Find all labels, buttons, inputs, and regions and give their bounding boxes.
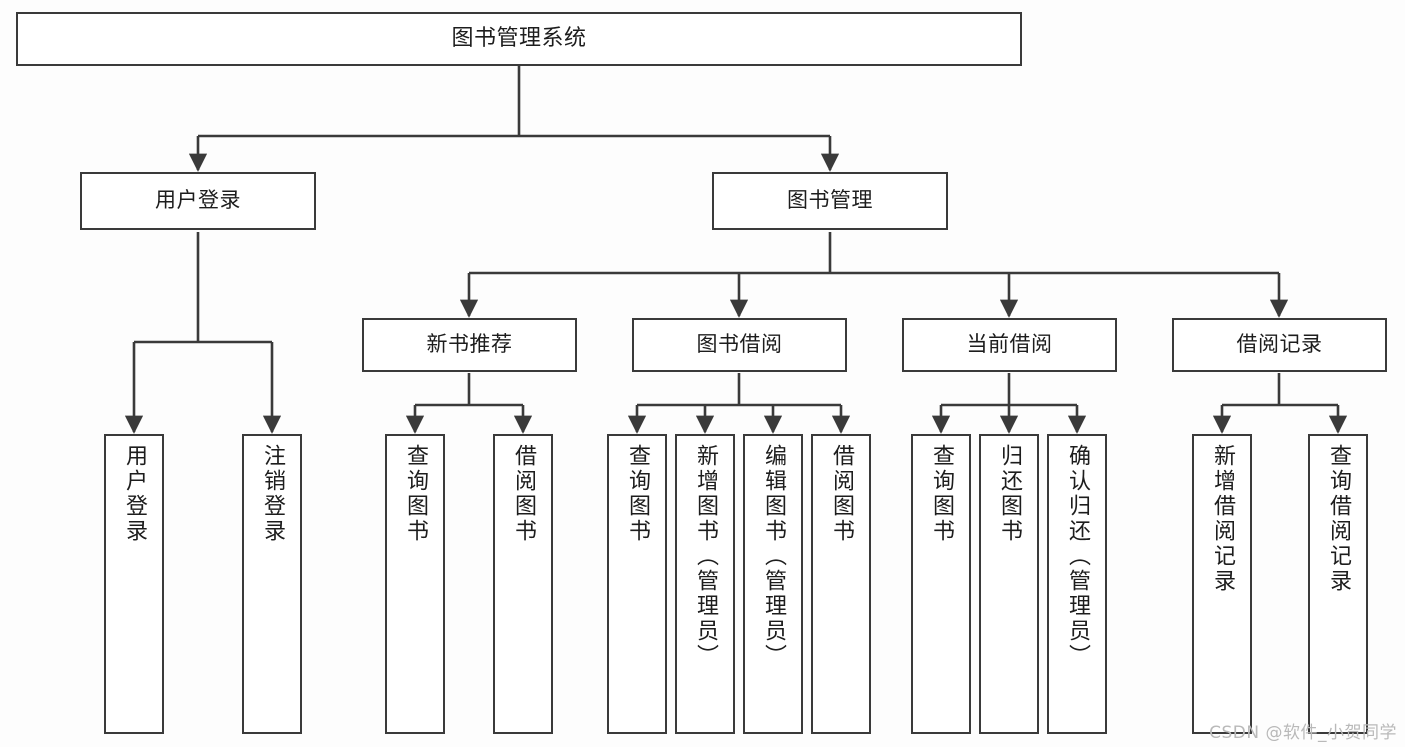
node-leaf-borrow-book-2-label: 借阅图书 xyxy=(829,444,854,544)
node-leaf-query-book-1[interactable]: 查询图书 xyxy=(385,434,445,734)
node-leaf-borrow-book-2[interactable]: 借阅图书 xyxy=(811,434,871,734)
node-leaf-query-book-3[interactable]: 查询图书 xyxy=(911,434,971,734)
node-leaf-query-book-2-label: 查询图书 xyxy=(625,444,650,544)
node-leaf-add-book[interactable]: 新增图书（管理员） xyxy=(675,434,735,734)
node-leaf-add-record[interactable]: 新增借阅记录 xyxy=(1192,434,1252,734)
node-borrow-record-label: 借阅记录 xyxy=(1236,332,1323,357)
node-leaf-logout-label: 注销登录 xyxy=(260,444,285,544)
node-root-label: 图书管理系统 xyxy=(451,25,587,51)
node-user-login-label: 用户登录 xyxy=(155,188,241,213)
node-leaf-return-book[interactable]: 归还图书 xyxy=(979,434,1039,734)
node-leaf-borrow-book-1-label: 借阅图书 xyxy=(511,444,536,544)
node-leaf-query-book-2[interactable]: 查询图书 xyxy=(607,434,667,734)
node-leaf-edit-book-label: 编辑图书（管理员） xyxy=(761,444,786,669)
node-new-book-rec-label: 新书推荐 xyxy=(426,332,513,357)
node-current-borrow-label: 当前借阅 xyxy=(966,332,1053,357)
node-leaf-query-book-3-label: 查询图书 xyxy=(929,444,954,544)
node-leaf-confirm-return[interactable]: 确认归还（管理员） xyxy=(1047,434,1107,734)
node-book-borrow-label: 图书借阅 xyxy=(696,332,783,357)
node-book-manage-label: 图书管理 xyxy=(787,188,873,213)
node-leaf-query-record-label: 查询借阅记录 xyxy=(1326,444,1351,594)
node-leaf-query-record[interactable]: 查询借阅记录 xyxy=(1308,434,1368,734)
node-user-login[interactable]: 用户登录 xyxy=(80,172,316,230)
node-leaf-add-book-label: 新增图书（管理员） xyxy=(693,444,718,669)
node-leaf-query-book-1-label: 查询图书 xyxy=(403,444,428,544)
node-new-book-rec[interactable]: 新书推荐 xyxy=(362,318,577,372)
watermark-text: CSDN @软件_小贺同学 xyxy=(1209,723,1397,743)
node-book-borrow[interactable]: 图书借阅 xyxy=(632,318,847,372)
node-root[interactable]: 图书管理系统 xyxy=(16,12,1022,66)
node-leaf-edit-book[interactable]: 编辑图书（管理员） xyxy=(743,434,803,734)
node-current-borrow[interactable]: 当前借阅 xyxy=(902,318,1117,372)
node-leaf-return-book-label: 归还图书 xyxy=(997,444,1022,544)
node-leaf-borrow-book-1[interactable]: 借阅图书 xyxy=(493,434,553,734)
node-leaf-add-record-label: 新增借阅记录 xyxy=(1210,444,1235,594)
node-book-manage[interactable]: 图书管理 xyxy=(712,172,948,230)
node-leaf-confirm-return-label: 确认归还（管理员） xyxy=(1065,444,1090,669)
node-leaf-user-login[interactable]: 用户登录 xyxy=(104,434,164,734)
node-leaf-logout[interactable]: 注销登录 xyxy=(242,434,302,734)
node-leaf-user-login-label: 用户登录 xyxy=(122,444,147,544)
node-borrow-record[interactable]: 借阅记录 xyxy=(1172,318,1387,372)
